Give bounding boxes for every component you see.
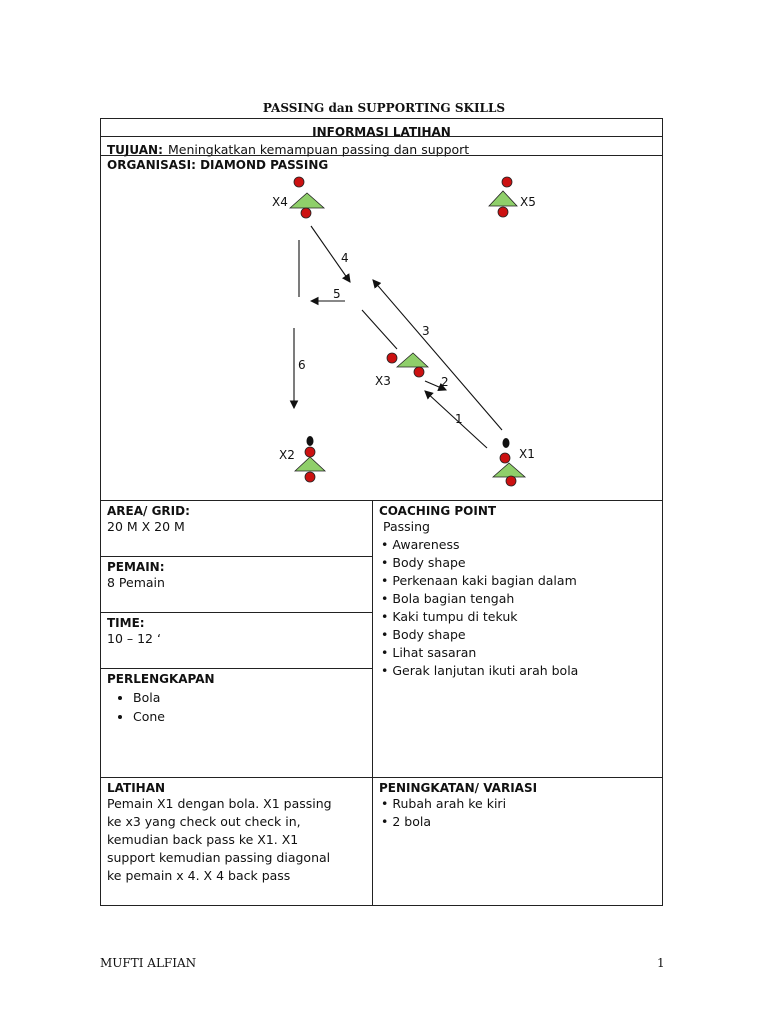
pass-number-1: 1 <box>455 412 463 426</box>
time-value: 10 – 12 ‘ <box>107 631 161 646</box>
player-x1-label: X1 <box>519 447 535 461</box>
latihan-line: kemudian back pass ke X1. X1 <box>107 832 299 847</box>
pemain-cell: PEMAIN: 8 Pemain <box>100 556 373 613</box>
latihan-line: Pemain X1 dengan bola. X1 passing <box>107 796 332 811</box>
perlengkapan-list: Bola Cone <box>107 688 366 726</box>
area-value: 20 M X 20 M <box>107 519 185 534</box>
peningkatan-cell: PENINGKATAN/ VARIASI Rubah arah ke kiri … <box>372 777 663 906</box>
player-x1-marker <box>491 438 527 487</box>
tujuan-label: TUJUAN: <box>107 143 163 157</box>
info-label: INFORMASI LATIHAN <box>312 125 451 139</box>
tujuan-text: Meningkatkan kemampuan passing dan suppo… <box>168 142 470 157</box>
latihan-line: ke x3 yang check out check in, <box>107 814 301 829</box>
footer-author: MUFTI ALFIAN <box>100 956 197 970</box>
page-title: PASSING dan SUPPORTING SKILLS <box>262 101 506 115</box>
coaching-subtitle: Passing <box>383 519 430 534</box>
pass-arrow-3 <box>372 279 503 431</box>
footer-page-number: 1 <box>657 956 665 970</box>
coaching-item: Body shape <box>381 554 656 572</box>
peningkatan-label: PENINGKATAN/ VARIASI <box>379 781 538 795</box>
perlengkapan-cell: PERLENGKAPAN Bola Cone <box>100 668 373 778</box>
latihan-line: ke pemain x 4. X 4 back pass <box>107 868 291 883</box>
time-cell: TIME: 10 – 12 ‘ <box>100 612 373 669</box>
coaching-item: Gerak lanjutan ikuti arah bola <box>381 662 656 680</box>
coaching-item: Kaki tumpu di tekuk <box>381 608 656 626</box>
pass-number-3: 3 <box>422 324 430 338</box>
coaching-item: Awareness <box>381 536 656 554</box>
pass-arrow-1 <box>424 390 488 449</box>
latihan-line: support kemudian passing diagonal <box>107 850 331 865</box>
perlengkapan-label: PERLENGKAPAN <box>107 672 215 686</box>
latihan-cell: LATIHAN Pemain X1 dengan bola. X1 passin… <box>100 777 373 906</box>
run-line-x3 <box>361 309 398 350</box>
peningkatan-item: Rubah arah ke kiri <box>381 795 656 813</box>
pass-number-2: 2 <box>441 375 449 389</box>
time-label: TIME: <box>107 616 145 630</box>
player-x4-label: X4 <box>272 195 288 209</box>
coaching-item: Bola bagian tengah <box>381 590 656 608</box>
peningkatan-item: 2 bola <box>381 813 656 831</box>
perlengkapan-item: Cone <box>133 707 366 726</box>
pemain-label: PEMAIN: <box>107 560 165 574</box>
pass-number-5: 5 <box>333 287 341 301</box>
player-x3-marker <box>386 352 430 378</box>
pass-arrow-2 <box>424 380 448 392</box>
pass-number-6: 6 <box>298 358 306 372</box>
coaching-cell: COACHING POINT Passing Awareness Body sh… <box>372 500 663 778</box>
pemain-value: 8 Pemain <box>107 575 165 590</box>
area-cell: AREA/ GRID: 20 M X 20 M <box>100 500 373 557</box>
player-x2-marker <box>293 436 327 483</box>
player-x3-label: X3 <box>375 374 391 388</box>
player-x4-marker <box>288 176 326 219</box>
player-x5-marker <box>488 176 518 218</box>
perlengkapan-item: Bola <box>133 688 366 707</box>
pass-arrow-4 <box>310 225 351 283</box>
pass-number-4: 4 <box>341 251 349 265</box>
coaching-label: COACHING POINT <box>379 504 497 518</box>
organisasi-label: ORGANISASI: DIAMOND PASSING <box>107 158 329 172</box>
coaching-item: Perkenaan kaki bagian dalam <box>381 572 656 590</box>
latihan-label: LATIHAN <box>107 781 166 795</box>
coaching-item: Lihat sasaran <box>381 644 656 662</box>
area-label: AREA/ GRID: <box>107 504 190 518</box>
coaching-list: Awareness Body shape Perkenaan kaki bagi… <box>379 536 656 680</box>
player-x2-label: X2 <box>279 448 295 462</box>
player-x5-label: X5 <box>520 195 536 209</box>
peningkatan-list: Rubah arah ke kiri 2 bola <box>379 795 656 831</box>
coaching-item: Body shape <box>381 626 656 644</box>
